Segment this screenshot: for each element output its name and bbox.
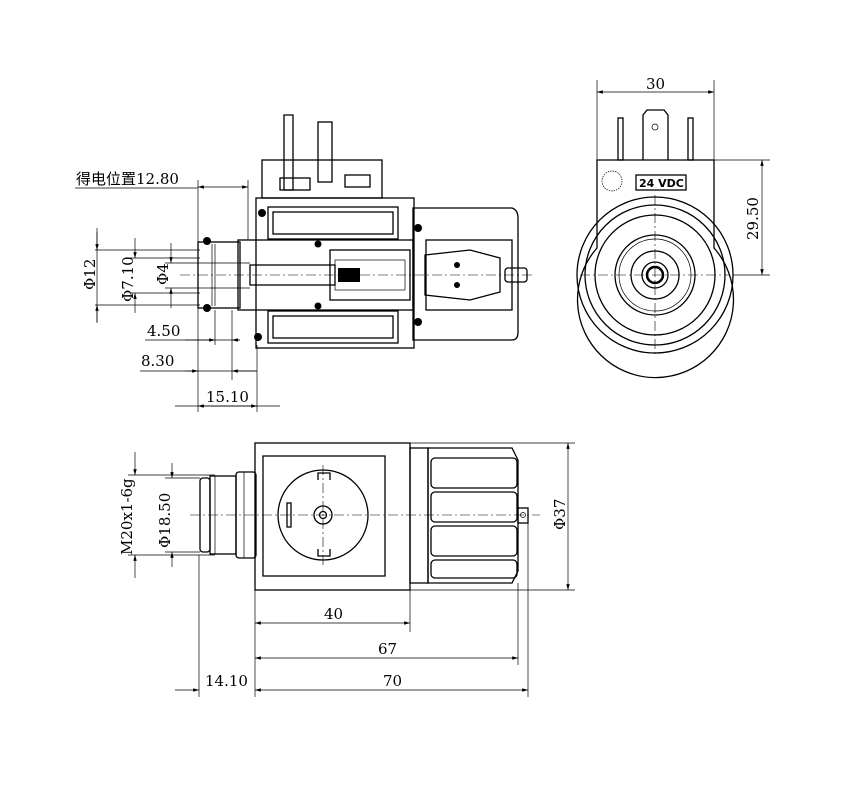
dim-d4: Φ4 bbox=[154, 263, 172, 285]
dim-14-10: 14.10 bbox=[205, 672, 248, 690]
end-view-dimensions: 30 29.50 bbox=[596, 75, 770, 276]
dim-70: 70 bbox=[383, 672, 402, 690]
dim-d18-50: Φ18.50 bbox=[156, 493, 174, 548]
dim-67: 67 bbox=[378, 640, 397, 658]
dim-15-10: 15.10 bbox=[206, 388, 249, 406]
approval-logo-icon bbox=[601, 170, 623, 192]
coil-lower bbox=[272, 315, 394, 339]
dim-d37: Φ37 bbox=[551, 499, 569, 530]
section-dimensions: 得电位置12.80 Φ12 Φ7.10 Φ4 4.50 8.30 15.10 bbox=[75, 170, 280, 412]
dim-40: 40 bbox=[324, 605, 343, 623]
dim-d7-10: Φ7.10 bbox=[119, 256, 137, 302]
dim-thread: M20x1-6g bbox=[118, 478, 136, 555]
dim-4-50: 4.50 bbox=[147, 322, 180, 340]
dim-30: 30 bbox=[646, 75, 665, 93]
top-view-dimensions: M20x1-6g Φ18.50 Φ37 40 67 70 14.10 bbox=[118, 442, 575, 697]
energized-position-label: 得电位置12.80 bbox=[76, 170, 179, 188]
top-view bbox=[190, 442, 540, 591]
dim-d12: Φ12 bbox=[81, 259, 99, 290]
pin-icon bbox=[317, 121, 333, 183]
section-view bbox=[180, 114, 535, 349]
dim-29-50: 29.50 bbox=[744, 197, 762, 240]
voltage-label: 24 VDC bbox=[639, 177, 684, 190]
dim-8-30: 8.30 bbox=[141, 352, 174, 370]
coil-upper bbox=[272, 211, 394, 235]
end-view: 24 VDC bbox=[576, 109, 735, 379]
